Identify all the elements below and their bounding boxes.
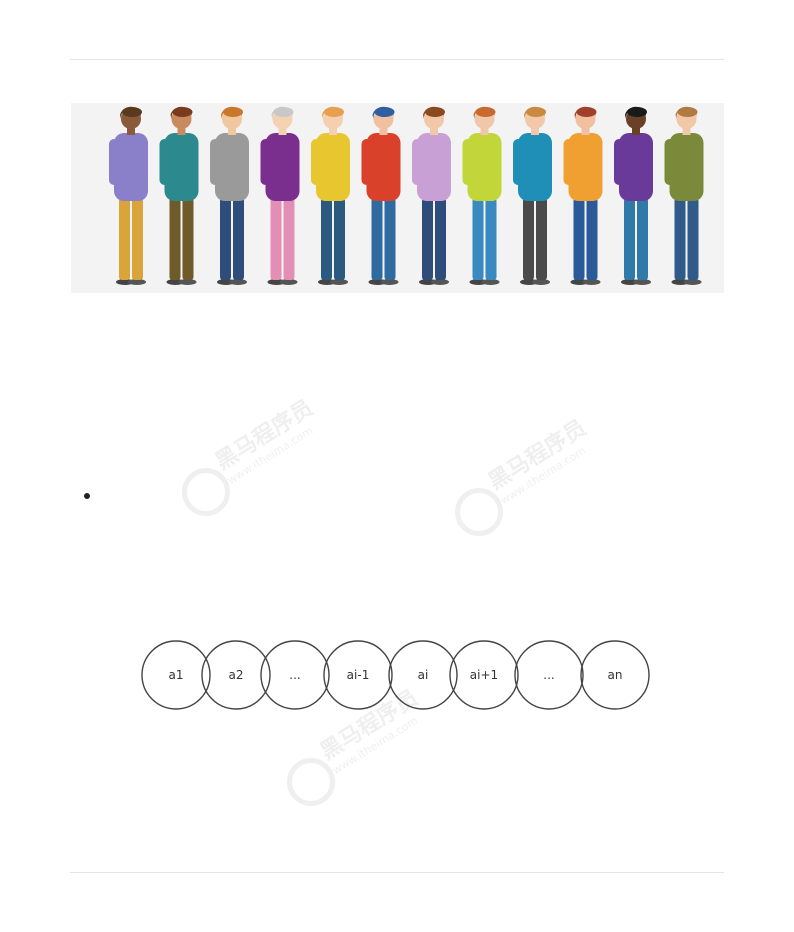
- sequence-node-label: ai+1: [470, 668, 498, 682]
- horse-logo-icon: [455, 488, 503, 536]
- sequence-node: ...: [260, 640, 330, 710]
- queue-person: [159, 106, 199, 285]
- queue-person: [614, 106, 653, 285]
- queue-person: [664, 106, 704, 285]
- queue-person: [109, 106, 148, 285]
- watermark-en: www.itheima.com: [498, 443, 589, 507]
- queue-person: [260, 106, 300, 285]
- sequence-node-circle: [388, 640, 458, 710]
- sequence-node-circle: [514, 640, 584, 710]
- queue-person: [311, 106, 350, 285]
- top-divider: [70, 59, 724, 60]
- queue-people-image: [109, 106, 704, 285]
- queue-person: [412, 106, 451, 285]
- horse-logo-icon: [287, 758, 335, 806]
- watermark-en: www.itheima.com: [330, 713, 421, 777]
- sequence-node-circle: [141, 640, 211, 710]
- sequence-node: ai: [388, 640, 458, 710]
- queue-illustration: [71, 103, 724, 293]
- queue-person: [210, 106, 249, 285]
- list-bullet: [84, 493, 90, 499]
- watermark-cn: 黑马程序员: [484, 415, 591, 496]
- sequence-node: a1: [141, 640, 211, 710]
- sequence-node: a2: [201, 640, 271, 710]
- sequence-node: an: [580, 640, 650, 710]
- sequence-node-circle: [580, 640, 650, 710]
- sequence-node-circle: [260, 640, 330, 710]
- sequence-diagram: a1 a2... ai-1 ai ai+1... an: [140, 636, 654, 714]
- sequence-node-label: an: [608, 668, 623, 682]
- sequence-node-label: ...: [543, 668, 554, 682]
- sequence-node-label: a1: [169, 668, 184, 682]
- queue-person: [563, 106, 603, 285]
- sequence-node-label: ai: [418, 668, 429, 682]
- watermark-cn: 黑马程序员: [211, 395, 318, 476]
- sequence-node: ai-1: [323, 640, 393, 710]
- queue-person: [513, 106, 552, 285]
- watermark-en: www.itheima.com: [225, 423, 316, 487]
- horse-logo-icon: [182, 468, 230, 516]
- sequence-node: ai+1: [449, 640, 519, 710]
- sequence-node-circle: [323, 640, 393, 710]
- queue-person: [361, 106, 401, 285]
- sequence-node-label: a2: [229, 668, 244, 682]
- sequence-node-circle: [201, 640, 271, 710]
- sequence-node-circle: [449, 640, 519, 710]
- sequence-node: ...: [514, 640, 584, 710]
- queue-person: [462, 106, 502, 285]
- sequence-node-label: ai-1: [347, 668, 370, 682]
- sequence-node-label: ...: [289, 668, 300, 682]
- bottom-divider: [70, 872, 724, 873]
